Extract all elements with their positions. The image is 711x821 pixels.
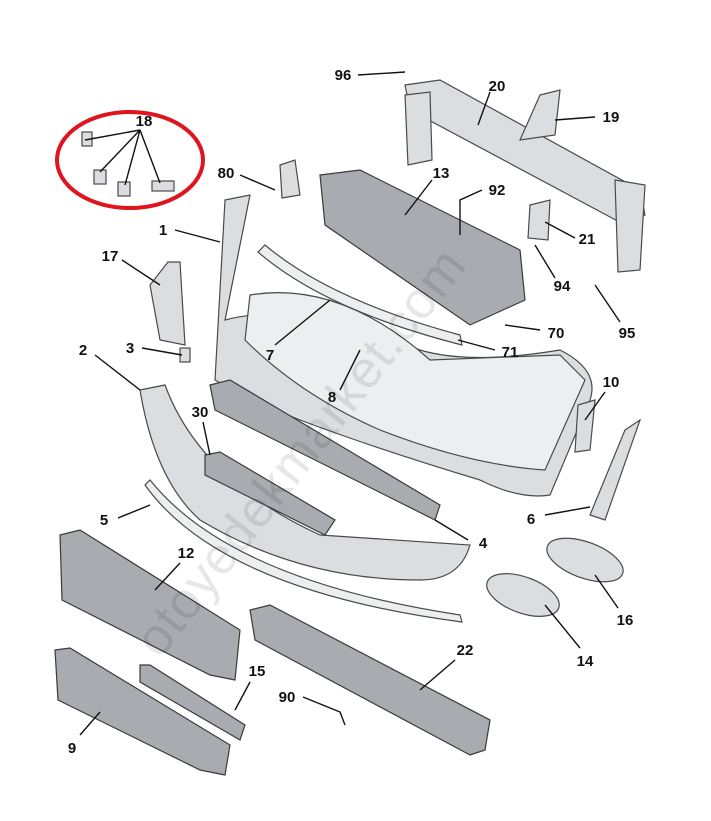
part-18-clip-b [93, 169, 107, 185]
part-4-lower-grille [204, 451, 336, 536]
callout-16: 16 [617, 612, 634, 629]
part-18-clip-c [117, 181, 131, 197]
part-20-bracket-left [404, 91, 433, 166]
part-22-undertray [249, 604, 491, 756]
callout-30: 30 [192, 404, 209, 421]
callout-19: 19 [603, 109, 620, 126]
part-20-beam [404, 79, 646, 226]
callout-70: 70 [548, 325, 565, 342]
callout-22: 22 [457, 642, 474, 659]
callout-2: 2 [79, 342, 87, 359]
callout-71: 71 [502, 344, 519, 361]
callout-17: 17 [102, 248, 119, 265]
callout-3: 3 [126, 340, 134, 357]
callout-15: 15 [249, 663, 266, 680]
part-14-fog-cover [486, 573, 560, 617]
callout-5: 5 [100, 512, 108, 529]
part-17 [149, 261, 186, 346]
part-13-grille-frame [319, 169, 526, 326]
leader-lines [79, 71, 621, 736]
callout-13: 13 [433, 165, 450, 182]
part-10 [574, 399, 596, 453]
callout-labels: 96 20 19 18 80 13 92 1 21 17 94 70 95 2 3 7 71 8 10 30 5 6 4 12… [68, 67, 636, 757]
highlight-ring-18 [55, 110, 205, 210]
part-6 [589, 418, 642, 521]
part-19 [519, 89, 561, 141]
part-9-grille [54, 647, 231, 776]
callout-6: 6 [527, 511, 535, 528]
part-16-fog-cover [546, 537, 624, 583]
part-20-bracket-right [614, 179, 646, 273]
part-21 [527, 199, 551, 241]
callout-90: 90 [279, 689, 296, 706]
part-8-upper-panel [244, 292, 586, 471]
callout-21: 21 [579, 231, 596, 248]
callout-80: 80 [218, 165, 235, 182]
callout-92: 92 [489, 182, 506, 199]
part-30-absorber [209, 379, 441, 521]
callout-12: 12 [178, 545, 195, 562]
part-80 [279, 159, 301, 199]
callout-20: 20 [489, 78, 506, 95]
callout-9: 9 [68, 740, 76, 757]
callout-10: 10 [603, 374, 620, 391]
callout-8: 8 [328, 389, 336, 406]
callout-1: 1 [159, 222, 167, 239]
callout-18: 18 [136, 113, 153, 130]
part-15 [139, 664, 246, 741]
callout-94: 94 [554, 278, 571, 295]
callout-14: 14 [577, 653, 594, 670]
part-shapes [54, 79, 646, 776]
callout-7: 7 [266, 347, 274, 364]
part-18-clip-d [151, 180, 175, 192]
callout-4: 4 [479, 535, 488, 552]
part-5-strip [144, 479, 463, 623]
callout-95: 95 [619, 325, 636, 342]
part-12-grille [59, 529, 241, 681]
callout-96: 96 [335, 67, 352, 84]
part-7-moulding [257, 244, 463, 346]
